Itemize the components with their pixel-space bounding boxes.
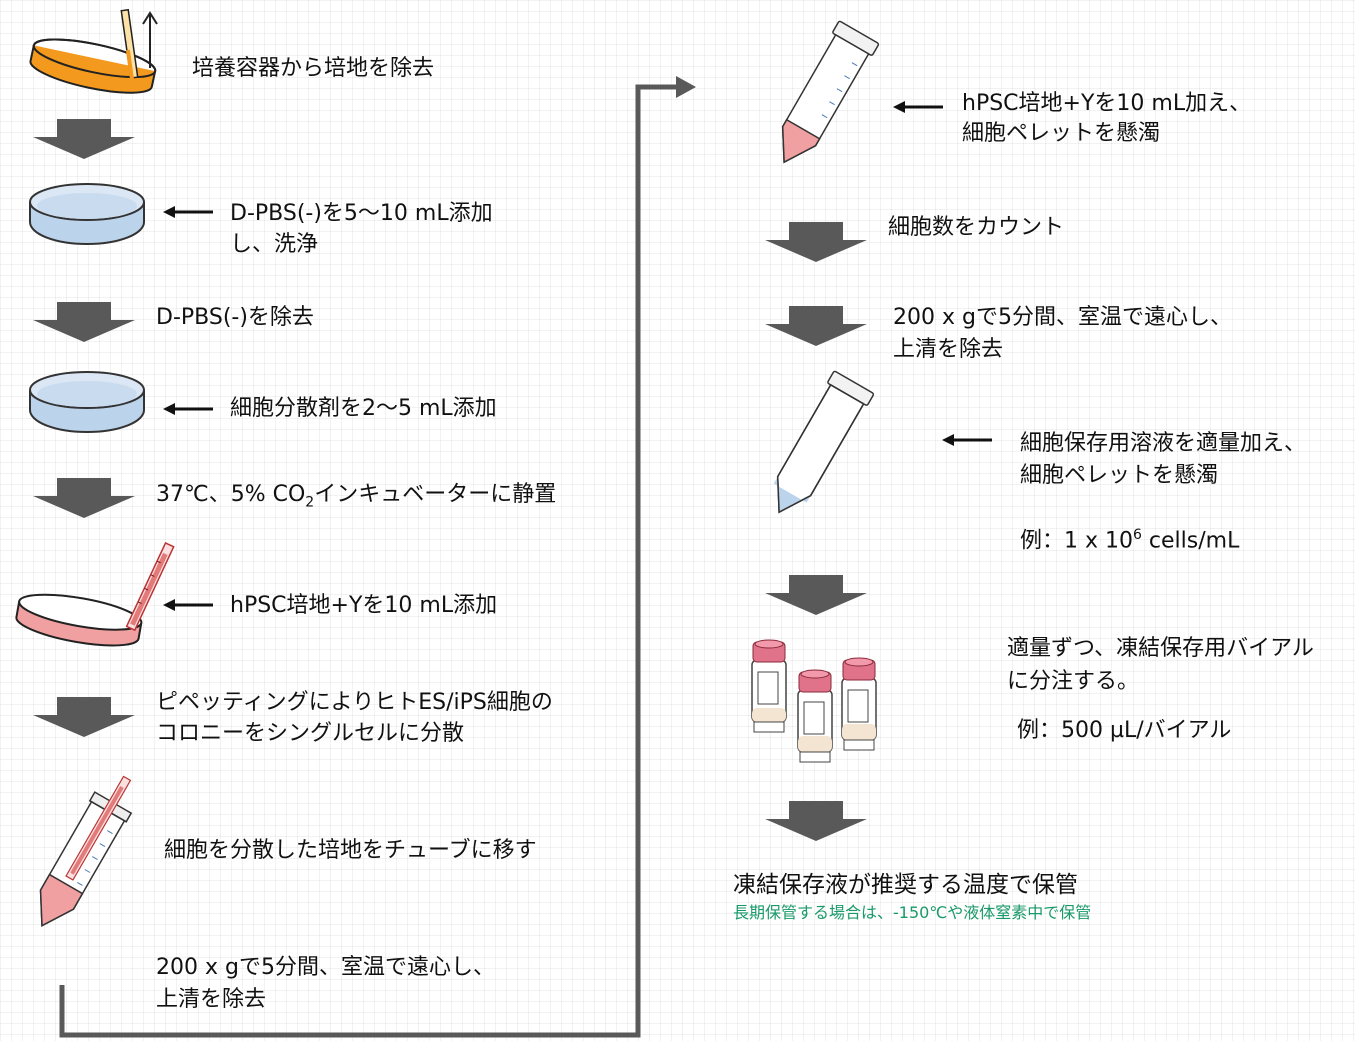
step13-text-line2: 細胞ペレットを懸濁 bbox=[1020, 463, 1219, 488]
down-arrow-icon bbox=[765, 306, 867, 346]
left-arrow-icon bbox=[163, 206, 213, 218]
step13-example-suffix: cells/mL bbox=[1141, 528, 1240, 554]
left-arrow-icon bbox=[942, 434, 992, 446]
step12-text-line2: 上清を除去 bbox=[893, 337, 1004, 362]
down-arrow-icon bbox=[765, 575, 867, 615]
left-arrow-icon bbox=[163, 403, 213, 415]
step8-text: 細胞を分散した培地をチューブに移す bbox=[164, 838, 537, 863]
down-arrow-icon bbox=[33, 697, 135, 737]
step4-text: 細胞分散剤を2～5 mL添加 bbox=[230, 396, 497, 421]
step10-text-line1: hPSC培地+Yを10 mL加え、 bbox=[962, 91, 1252, 116]
step9-text-line2: 上清を除去 bbox=[156, 987, 267, 1012]
dish-dispersant-icon bbox=[29, 371, 145, 433]
step12-text-line1: 200 x gで5分間、室温で遠心し、 bbox=[893, 305, 1232, 330]
step3-text: D-PBS(-)を除去 bbox=[156, 305, 314, 330]
step7-text-line2: コロニーをシングルセルに分散 bbox=[156, 721, 465, 746]
step14-text-line2: に分注する。 bbox=[1007, 669, 1140, 694]
tube-with-pipette-icon bbox=[39, 775, 133, 927]
step10-text-line2: 細胞ペレットを懸濁 bbox=[962, 121, 1161, 146]
step2-text-line2: し、洗浄 bbox=[230, 232, 319, 257]
step9-text-line1: 200 x gで5分間、室温で遠心し、 bbox=[156, 955, 495, 980]
step14-example: 例：500 µL/バイアル bbox=[1017, 718, 1232, 743]
step7-text-line1: ピペッティングによりヒトES/iPS細胞の bbox=[156, 690, 553, 715]
cryovials-icon bbox=[751, 639, 877, 763]
dish-remove-medium-icon bbox=[29, 8, 158, 94]
down-arrow-icon bbox=[33, 478, 135, 518]
step1-text: 培養容器から培地を除去 bbox=[192, 56, 435, 81]
step14-text-line1: 適量ずつ、凍結保存用バイアル bbox=[1007, 636, 1314, 661]
step15-note: 長期保管する場合は、-150℃や液体窒素中で保管 bbox=[733, 903, 1092, 922]
step5-prefix: 37℃、5% CO bbox=[156, 482, 306, 507]
down-arrow-icon bbox=[33, 302, 135, 342]
dish-dpbs-icon bbox=[29, 183, 145, 245]
step15-text: 凍結保存液が推奨する温度で保管 bbox=[733, 872, 1078, 898]
step11-text: 細胞数をカウント bbox=[888, 215, 1065, 240]
down-arrow-icon bbox=[33, 119, 135, 159]
step6-text: hPSC培地+Yを10 mL添加 bbox=[230, 593, 498, 618]
tube-pink-icon bbox=[781, 20, 880, 164]
step5-subscript: 2 bbox=[305, 494, 315, 511]
down-arrow-icon bbox=[765, 222, 867, 262]
down-arrow-icon bbox=[765, 801, 867, 841]
step13-example-superscript: 6 bbox=[1133, 527, 1142, 543]
dish-pipette-add-icon bbox=[15, 541, 175, 647]
step2-text-line1: D-PBS(-)を5～10 mL添加 bbox=[230, 201, 493, 226]
left-arrow-icon bbox=[163, 599, 213, 611]
step13-example-prefix: 例：1 x 10 bbox=[1020, 528, 1133, 554]
step5-text: 37℃、5% CO2インキュベーターに静置 bbox=[156, 480, 556, 517]
left-arrow-icon bbox=[893, 101, 943, 113]
step5-suffix: インキュベーターに静置 bbox=[314, 482, 557, 507]
tube-blue-icon bbox=[773, 370, 875, 514]
step13-text-line1: 細胞保存用溶液を適量加え、 bbox=[1020, 431, 1307, 456]
step13-example: 例：1 x 106 cells/mL bbox=[1020, 520, 1239, 556]
